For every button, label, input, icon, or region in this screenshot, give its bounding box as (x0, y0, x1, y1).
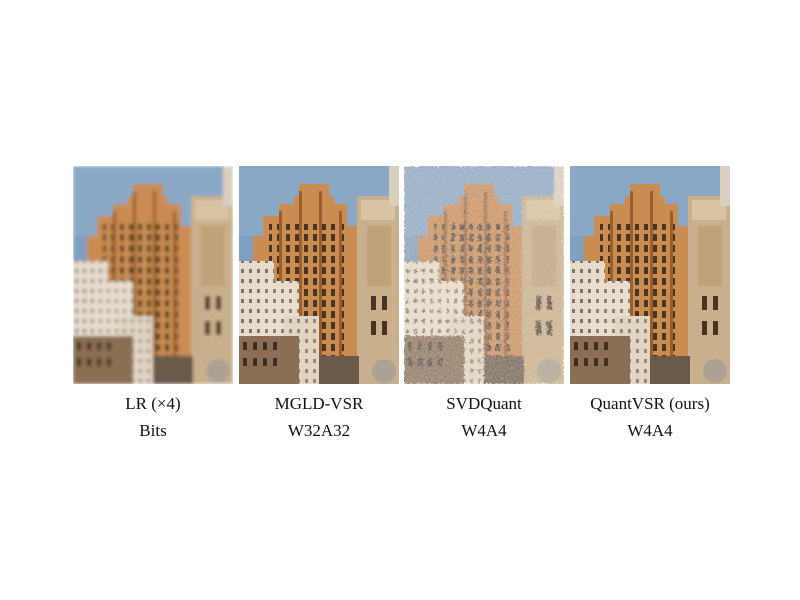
panel-svdquant (404, 166, 564, 384)
caption-bits-quantvsr: W4A4 (627, 421, 673, 440)
building-image-svdquant (404, 166, 564, 384)
caption-method-mgld-vsr: MGLD-VSR (274, 394, 364, 413)
building-image-quantvsr (570, 166, 730, 384)
caption-bits-lr: Bits (139, 421, 167, 440)
caption-method-quantvsr: QuantVSR (ours) (590, 394, 710, 413)
caption-method-svdquant: SVDQuant (446, 394, 522, 413)
panel-mgld-vsr (239, 166, 399, 384)
caption-method-lr: LR (×4) (125, 394, 181, 413)
panel-lr (73, 166, 233, 384)
caption-bits-mgld-vsr: W32A32 (287, 421, 351, 440)
building-image-lr (73, 166, 233, 384)
caption-bits-svdquant: W4A4 (461, 421, 507, 440)
panel-quantvsr (570, 166, 730, 384)
building-image-mgld-vsr (239, 166, 399, 384)
